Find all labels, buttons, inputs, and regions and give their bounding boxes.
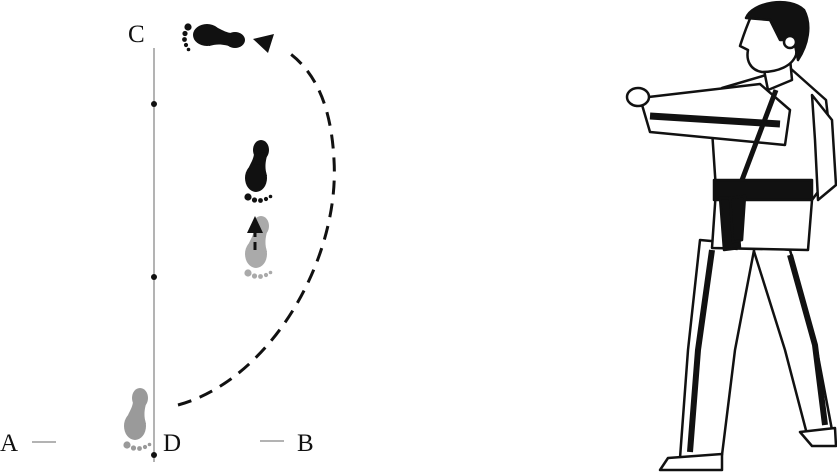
footprint-icon [123, 388, 152, 451]
arc-arrow-path [177, 48, 336, 407]
arrow-icon [247, 216, 263, 233]
label-a: A [0, 430, 18, 457]
arrow-icon [253, 34, 274, 53]
footprint-icon [182, 23, 245, 52]
label-d: D [163, 430, 181, 457]
label-c: C [128, 21, 145, 48]
marker-dot [151, 452, 157, 458]
marker-dot [151, 101, 157, 107]
footprint-icon [244, 140, 273, 203]
taekwondo-figure [625, 1, 837, 472]
marker-dot [151, 274, 157, 280]
label-b: B [297, 430, 314, 457]
